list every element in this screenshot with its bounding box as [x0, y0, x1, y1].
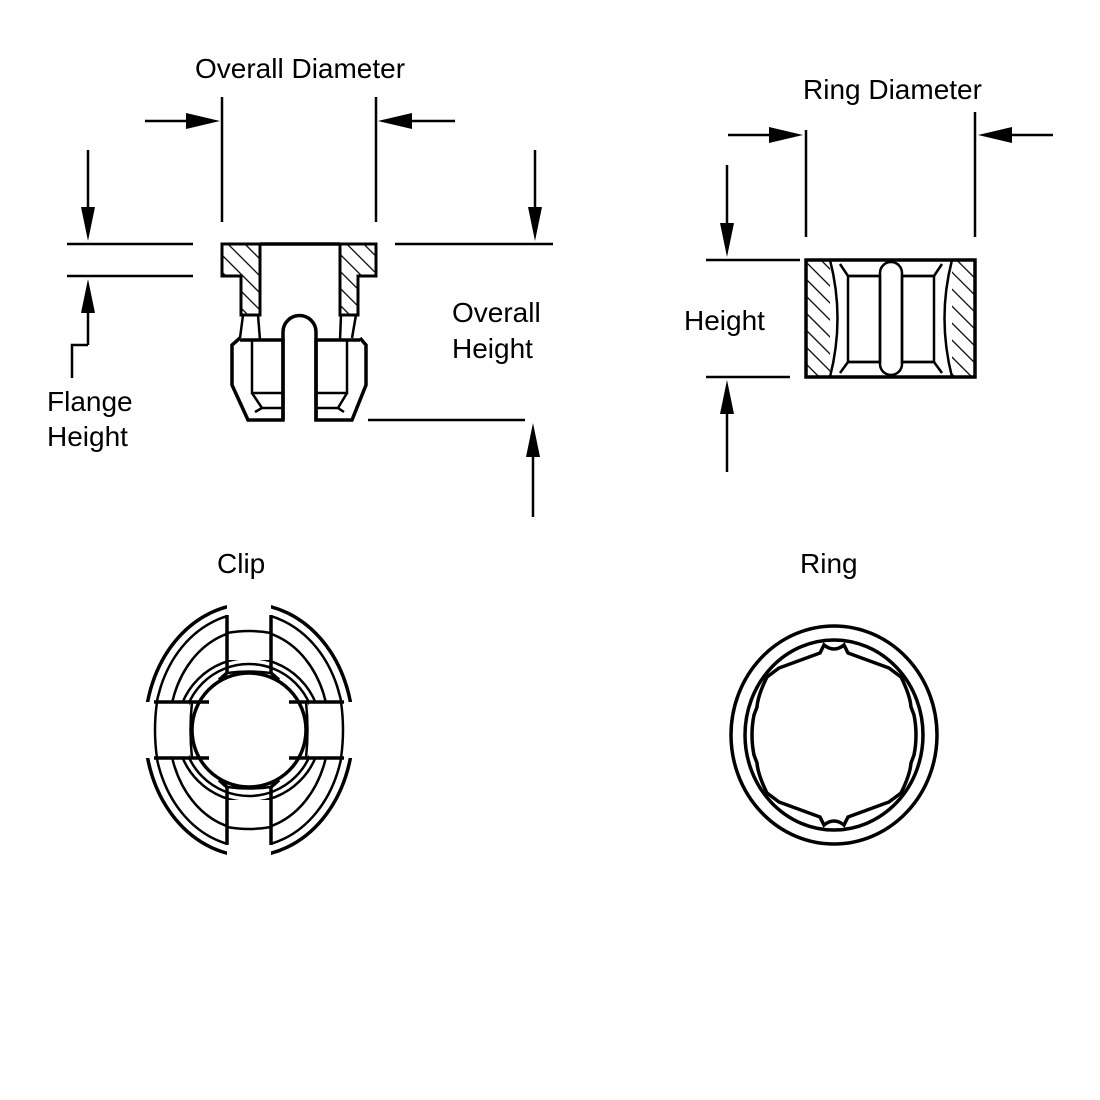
clip-top-view-label: Clip: [217, 548, 265, 579]
arrow-down-icon: [81, 207, 95, 241]
clip-top-view: [139, 600, 359, 860]
flange-height-label-line2: Height: [47, 421, 128, 452]
ring-center-rib: [878, 260, 904, 377]
ring-top-view: [729, 624, 939, 846]
arrow-left-icon: [978, 127, 1012, 143]
arrow-up-icon: [720, 380, 734, 414]
overall-diameter-label: Overall Diameter: [195, 53, 405, 84]
ring-height-label: Height: [684, 305, 765, 336]
ring-diameter-label: Ring Diameter: [803, 74, 982, 105]
ring-side-view: Ring Diameter Height: [684, 74, 1053, 472]
ring-diameter-dimension: Ring Diameter: [728, 74, 1053, 237]
arrow-up-icon: [81, 279, 95, 313]
ring-top-view-label: Ring: [800, 548, 858, 579]
flange-height-dimension: Flange Height: [47, 150, 193, 452]
ring-body: [804, 258, 977, 379]
arrow-up-icon: [526, 423, 540, 457]
arrow-right-icon: [769, 127, 803, 143]
clip-side-view: Overall Diameter Flange Height Overall H…: [47, 53, 553, 517]
ring-inner-splines: [750, 642, 918, 828]
clip-slot: [281, 313, 318, 420]
arrow-right-icon: [186, 113, 220, 129]
ring-height-dimension: Height: [684, 165, 800, 472]
arrow-down-icon: [528, 207, 542, 241]
flange-height-label-line1: Flange: [47, 386, 133, 417]
arrow-down-icon: [720, 223, 734, 257]
arrow-left-icon: [378, 113, 412, 129]
overall-height-label-line2: Height: [452, 333, 533, 364]
clip-left-flange-section: [220, 242, 262, 317]
overall-height-dimension: Overall Height: [368, 150, 553, 517]
clip-right-flange-section: [338, 242, 378, 317]
overall-diameter-dimension: Overall Diameter: [145, 53, 455, 222]
overall-height-label-line1: Overall: [452, 297, 541, 328]
